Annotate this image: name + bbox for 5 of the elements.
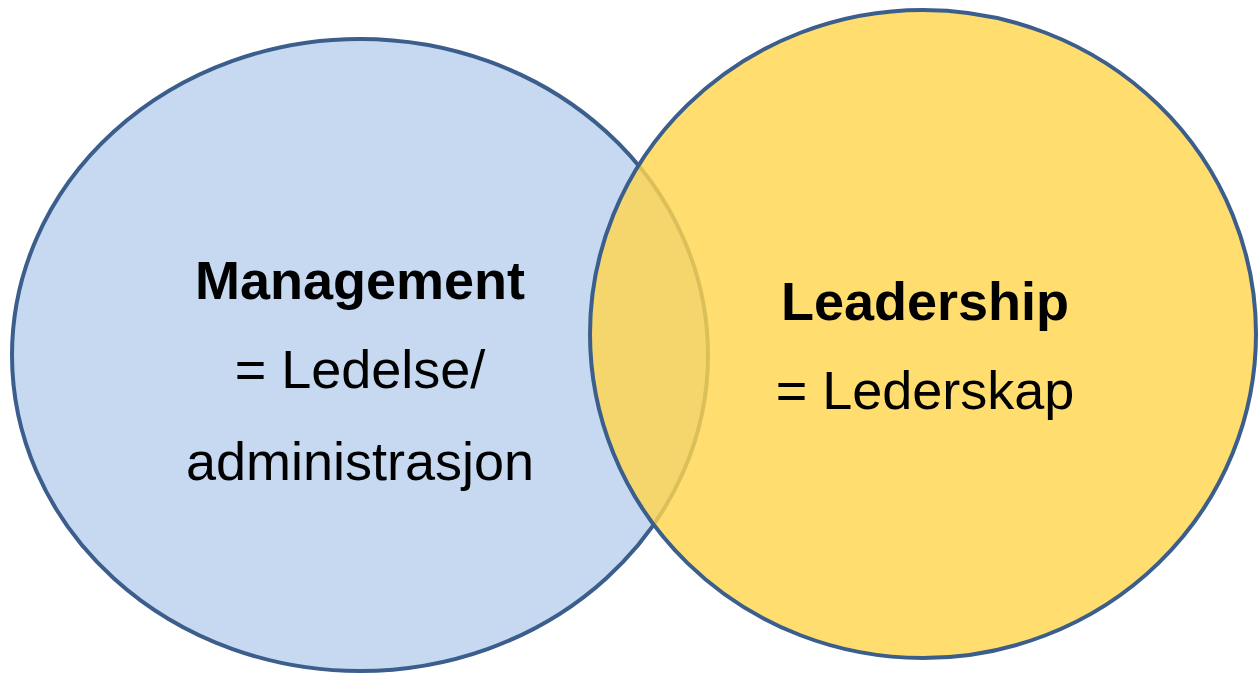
venn-circle xyxy=(588,8,1258,660)
circle-text: = Lederskap xyxy=(775,359,1075,422)
circle-title: Leadership xyxy=(780,270,1070,333)
circle-title: Management xyxy=(194,249,526,312)
circle-text: = Ledelse/ administrasjon xyxy=(184,338,536,493)
